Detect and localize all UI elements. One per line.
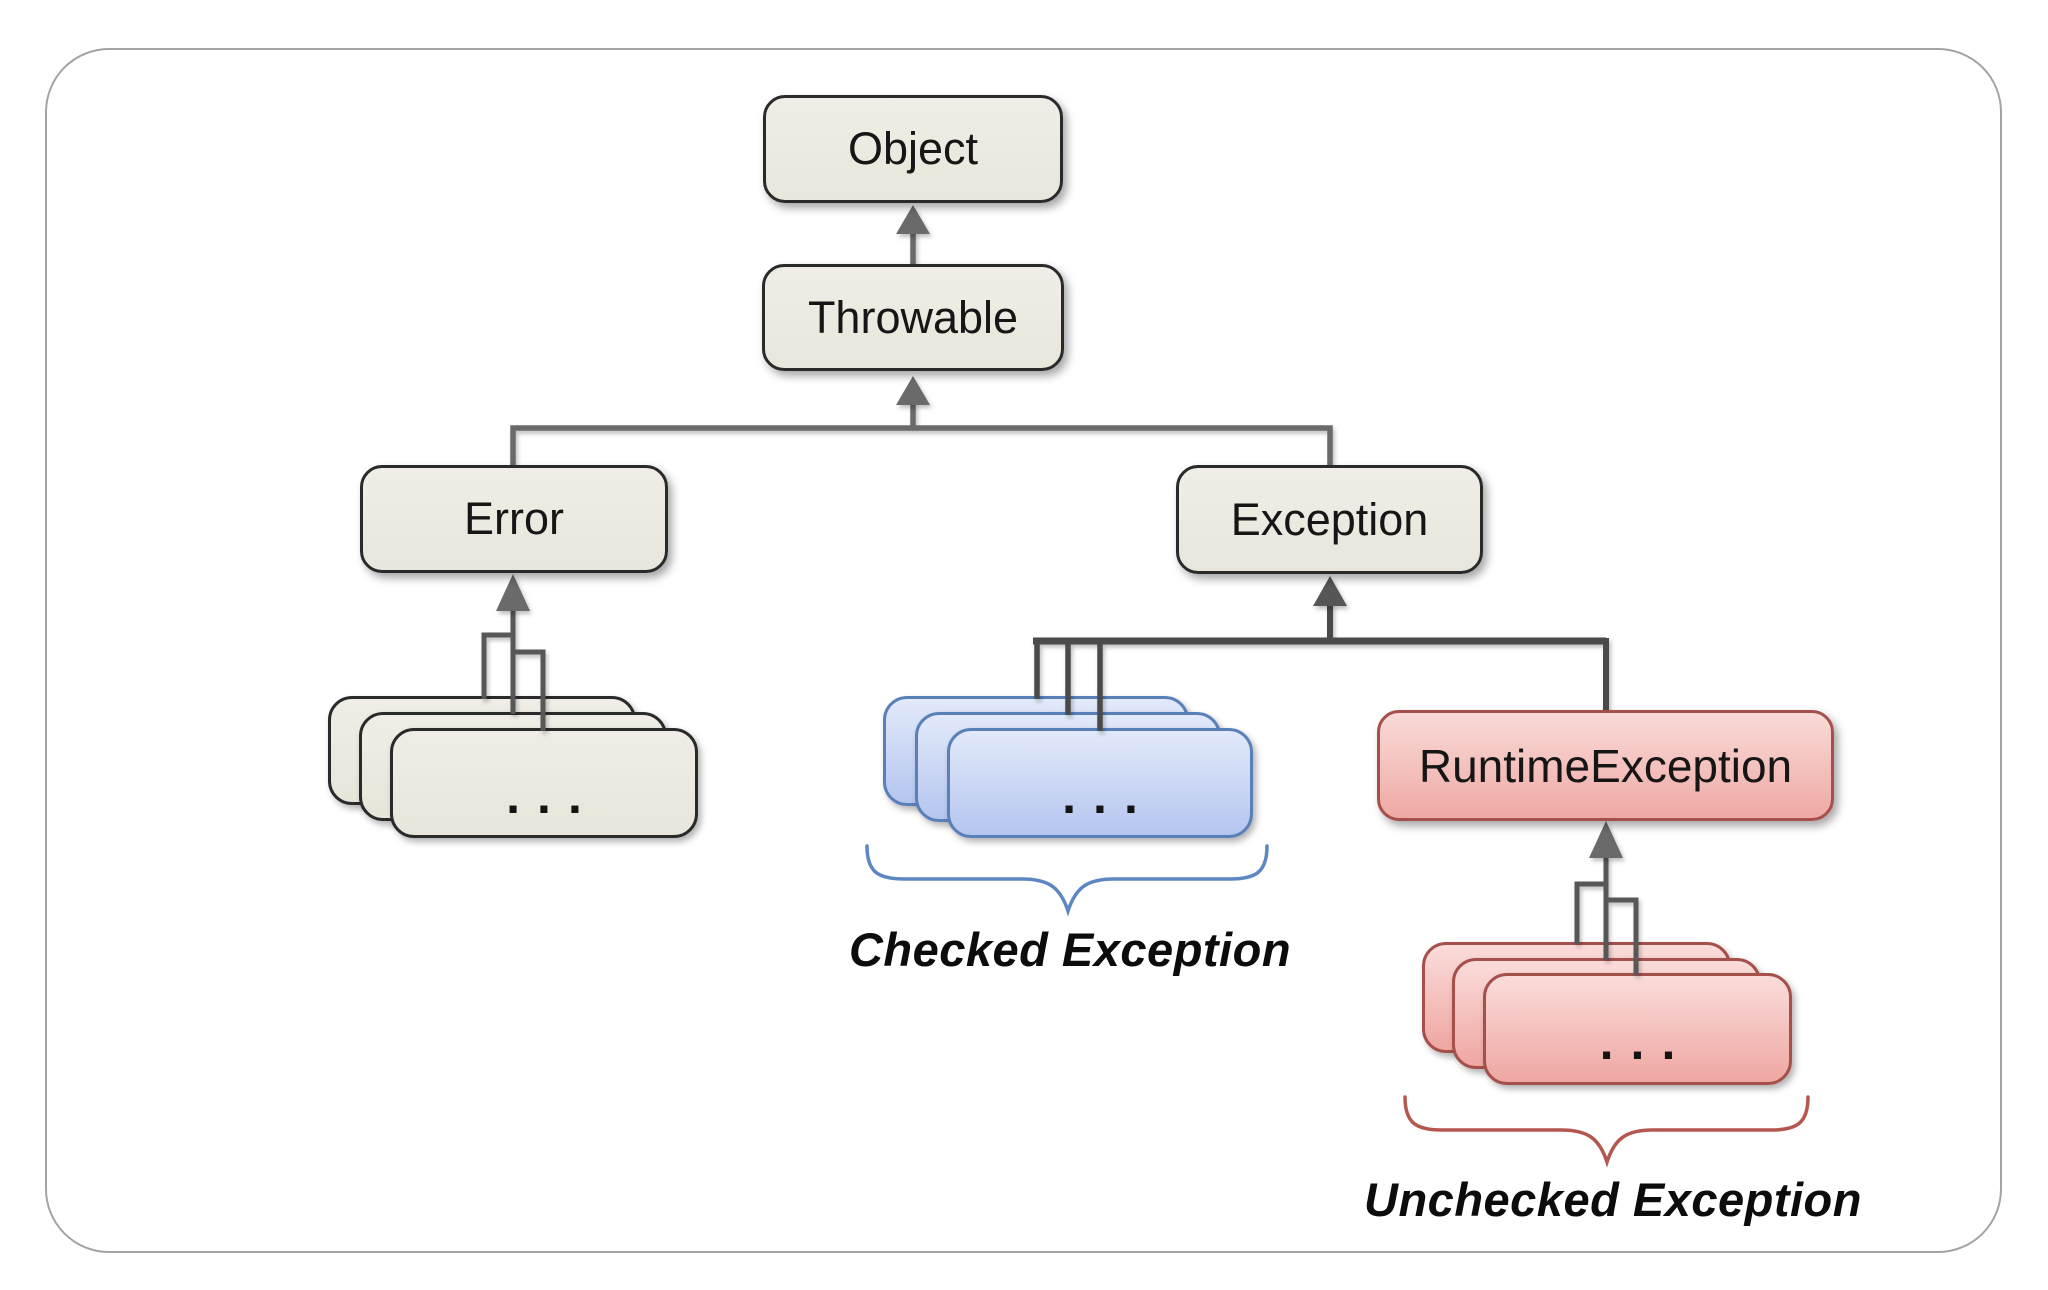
node-exception: Exception: [1176, 465, 1483, 574]
ellipsis-label: ...: [506, 768, 599, 824]
node-object: Object: [763, 95, 1063, 203]
caption-unchecked-exception: Unchecked Exception: [1364, 1173, 1862, 1226]
stack-unchecked-front: ...: [1483, 973, 1792, 1085]
stack-checked-front: ...: [947, 728, 1253, 838]
node-throwable: Throwable: [762, 264, 1064, 371]
stack-error-subclasses-front: ...: [390, 728, 698, 838]
node-runtime-exception: RuntimeException: [1377, 710, 1834, 821]
ellipsis-label: ...: [1599, 1014, 1693, 1070]
caption-checked-exception: Checked Exception: [848, 923, 1292, 976]
ellipsis-label: ...: [1062, 768, 1155, 824]
node-error: Error: [360, 465, 668, 573]
